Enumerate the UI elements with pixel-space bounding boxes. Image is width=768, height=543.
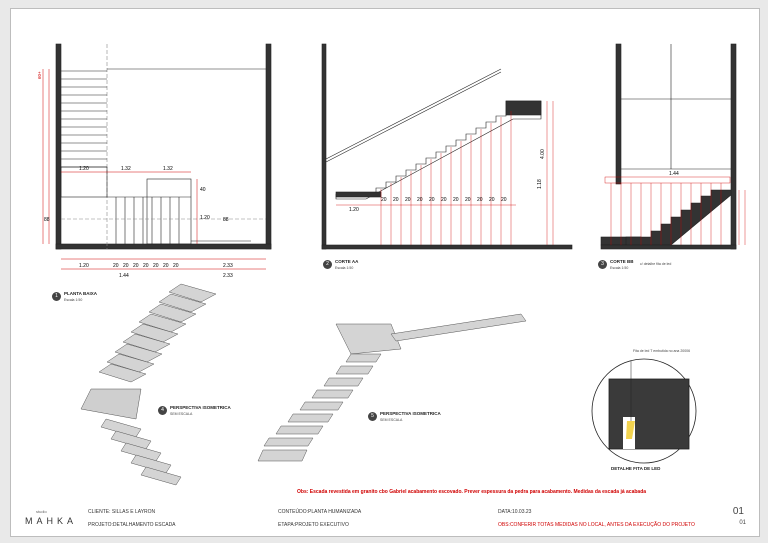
dim-cutbb-top: 1.44 xyxy=(669,171,679,177)
page-total: 01 xyxy=(739,520,746,526)
dim-cut-9: 20 xyxy=(477,197,483,203)
dim-cut-4: 20 xyxy=(417,197,423,203)
plan-view xyxy=(55,43,272,250)
view-scale-persp2: SEM ESCALA xyxy=(380,418,403,422)
dim-pr-1: 1.20 xyxy=(200,215,210,221)
dim-cut-r1: 1.18 xyxy=(537,179,543,189)
view-title-persp1: PERSPECTIVA ISOMETRICA xyxy=(170,405,231,410)
dim-pb-8: 2.33 xyxy=(223,263,233,269)
dim-pb-5: 20 xyxy=(153,263,159,269)
dim-cut-0: 1.20 xyxy=(349,207,359,213)
view-scale-persp1: SEM ESCALA xyxy=(170,412,193,416)
view-badge-3: 3 xyxy=(598,260,607,269)
view-note-corte-bb: c/ detalhe fita de led xyxy=(640,262,672,266)
view-scale-corte-bb: Escala 1:50 xyxy=(610,266,629,270)
cut-aa-dims xyxy=(336,101,554,245)
dim-pm-1: 1.32 xyxy=(121,166,131,172)
dim-cut-5: 20 xyxy=(429,197,435,203)
dim-cut-10: 20 xyxy=(489,197,495,203)
tb-projeto: PROJETO:DETALHAMENTO ESCADA xyxy=(88,522,176,528)
plan-dims xyxy=(42,69,266,270)
tb-cliente: CLIENTE: SILLAS E LAYRON xyxy=(88,509,156,515)
dim-pb-7: 20 xyxy=(173,263,179,269)
view-title-corte-bb: CORTE BB xyxy=(610,259,634,264)
tb-conteudo: CONTEÚDO:PLANTA HUMANIZADA xyxy=(278,509,362,515)
dim-plan-left: 60+ xyxy=(37,71,42,79)
title-block: studio MAHKA CLIENTE: SILLAS E LAYRON PR… xyxy=(10,504,758,535)
led-note: Fita de led T embutida no ana 20006 xyxy=(633,349,691,353)
section-mark-r: 88 xyxy=(223,217,229,223)
dim-pb-0: 1.20 xyxy=(79,263,89,269)
tb-obs: OBS:CONFERIR TOTAS MEDIDAS NO LOCAL, ANT… xyxy=(498,522,695,528)
dim-cut-7: 20 xyxy=(453,197,459,203)
dim-pb2-1: 2.33 xyxy=(223,273,233,279)
dim-cut-1: 20 xyxy=(381,197,387,203)
logo-mahka: MAHKA xyxy=(25,516,78,526)
view-badge-5: 5 xyxy=(368,412,377,421)
cut-bb-view xyxy=(600,43,737,250)
isometric-1 xyxy=(80,283,217,486)
cut-aa-view xyxy=(321,43,573,250)
view-title-persp2: PERSPECTIVA ISOMETRICA xyxy=(380,411,441,416)
plan-steps-lower xyxy=(115,197,180,244)
dim-cut-2: 20 xyxy=(393,197,399,203)
dim-pb-4: 20 xyxy=(143,263,149,269)
drawing-sheet: 60+ 1.20 20 20 20 20 20 20 20 2.33 1.44 … xyxy=(10,8,760,537)
view-badge-4: 4 xyxy=(158,406,167,415)
dim-pb-3: 20 xyxy=(133,263,139,269)
view-title-corte-aa: CORTE AA xyxy=(335,259,359,264)
dim-cut-11: 20 xyxy=(501,197,507,203)
logo-small: studio xyxy=(36,509,47,514)
dim-pb-1: 20 xyxy=(113,263,119,269)
dim-pm-2: 1.32 xyxy=(163,166,173,172)
dim-pb2-0: 1.44 xyxy=(119,273,129,279)
dim-pr-0: 40 xyxy=(200,187,206,193)
view-scale-planta: Escala 1:50 xyxy=(64,298,83,302)
view-title-planta: PLANTA BAIXA xyxy=(64,291,97,296)
view-scale-corte-aa: Escala 1:50 xyxy=(335,266,354,270)
led-detail xyxy=(591,358,697,464)
cut-bb-dims xyxy=(604,176,746,245)
tb-etapa: ETAPA:PROJETO EXECUTIVO xyxy=(278,522,349,528)
dim-pm-0: 1.20 xyxy=(79,166,89,172)
tb-data: DATA:10.03.23 xyxy=(498,509,532,515)
dim-pb-6: 20 xyxy=(163,263,169,269)
dim-cut-r0: 4.00 xyxy=(540,149,546,159)
section-mark-l: 88 xyxy=(44,217,50,223)
drawing-canvas: 60+ 1.20 20 20 20 20 20 20 20 2.33 1.44 … xyxy=(37,43,746,486)
led-detail-title: DETALHE FITA DE LED xyxy=(611,466,661,471)
plan-steps-upper xyxy=(61,70,107,168)
dim-cut-3: 20 xyxy=(405,197,411,203)
page-number: 01 xyxy=(732,506,744,517)
dim-cut-6: 20 xyxy=(441,197,447,203)
dim-cut-8: 20 xyxy=(465,197,471,203)
view-badge-2: 2 xyxy=(323,260,332,269)
view-badge-1: 1 xyxy=(52,292,61,301)
isometric-2 xyxy=(257,313,527,462)
dim-pb-2: 20 xyxy=(123,263,129,269)
stair-observation: Obs: Escada revestida em granito cbo Gab… xyxy=(297,489,647,495)
